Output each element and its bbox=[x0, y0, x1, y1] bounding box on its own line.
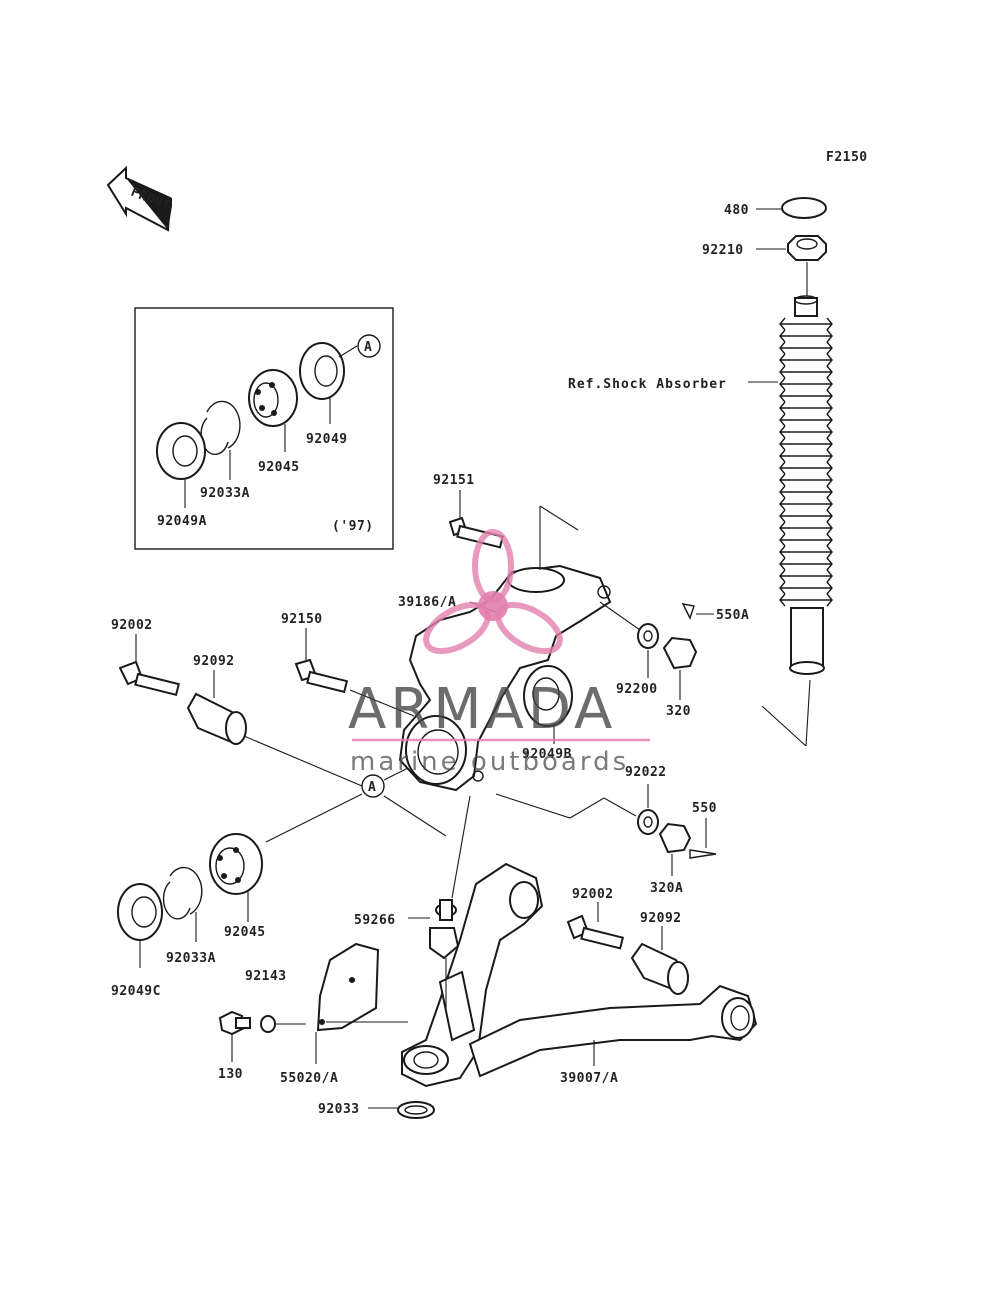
bellows-fold bbox=[779, 377, 833, 391]
figure-code: F2150 bbox=[826, 150, 868, 165]
inset-part-92033A: 92033A bbox=[200, 486, 250, 501]
callout-a: A bbox=[243, 735, 447, 843]
label-92033: 92033 bbox=[318, 1102, 360, 1117]
propeller-logo-icon bbox=[423, 529, 563, 655]
lower-a-arm: 39007/A bbox=[401, 862, 758, 1088]
bolt-130: 130 bbox=[218, 1010, 306, 1082]
bearing-inset: A 92049 92045 92033A 92049A ('97) bbox=[134, 307, 394, 550]
bellows-fold bbox=[779, 497, 833, 511]
svg-text:A: A bbox=[368, 780, 376, 795]
bolt-92151: 92151 bbox=[433, 473, 504, 549]
steering-knuckle bbox=[398, 505, 612, 792]
washer-92200: 92200 bbox=[616, 623, 659, 697]
label-92049C: 92049C bbox=[111, 984, 161, 999]
bellows-fold bbox=[779, 509, 833, 523]
bellows-fold bbox=[779, 569, 833, 583]
ball-joint-59266: 59266 bbox=[354, 795, 471, 1010]
label-550A: 550A bbox=[716, 608, 749, 623]
washer-92022: 92022 bbox=[495, 765, 667, 835]
bellows-fold bbox=[779, 557, 833, 571]
label-92092-bottom: 92092 bbox=[640, 911, 682, 926]
inset-part-92045: 92045 bbox=[258, 460, 300, 475]
pin-550A: 550A bbox=[681, 603, 749, 623]
bellows-fold bbox=[779, 485, 833, 499]
bellows-fold bbox=[779, 581, 833, 595]
shock-reference-label: Ref.Shock Absorber bbox=[568, 377, 727, 392]
bellows-fold bbox=[779, 365, 833, 379]
bellows-fold bbox=[779, 449, 833, 463]
bellows-fold bbox=[779, 413, 833, 427]
inset-callout: A bbox=[364, 340, 372, 355]
inset-part-92049A: 92049A bbox=[157, 514, 207, 529]
bellows-fold bbox=[779, 317, 833, 331]
label-92200: 92200 bbox=[616, 682, 658, 697]
label-92045-lower: 92045 bbox=[224, 925, 266, 940]
bellows-fold bbox=[779, 437, 833, 451]
shock-absorber: 480 92210 Ref.Shock Absorber bbox=[568, 197, 833, 747]
label-39186: 39186/A bbox=[398, 595, 456, 610]
label-59266: 59266 bbox=[354, 913, 396, 928]
label-320A: 320A bbox=[650, 881, 683, 896]
label-55020: 55020/A bbox=[280, 1071, 338, 1086]
label-320: 320 bbox=[666, 704, 691, 719]
nut-320: 320 bbox=[662, 636, 698, 719]
label-92022: 92022 bbox=[625, 765, 667, 780]
bellows-fold bbox=[779, 593, 833, 607]
front-arrow-icon: FRONT bbox=[106, 165, 173, 232]
bolt-92002-top: 92002 bbox=[111, 618, 180, 697]
bellows-fold bbox=[779, 545, 833, 559]
watermark-brand: ARMADA bbox=[348, 677, 616, 742]
inset-year-note: ('97) bbox=[332, 519, 374, 534]
bushing-92092-bottom: 92092 bbox=[630, 911, 690, 995]
bellows-fold bbox=[779, 341, 833, 355]
label-39007: 39007/A bbox=[560, 1071, 618, 1086]
label-130: 130 bbox=[218, 1067, 243, 1082]
label-92151: 92151 bbox=[433, 473, 475, 488]
label-92143: 92143 bbox=[245, 969, 287, 984]
circlip-92033: 92033 bbox=[318, 1101, 435, 1119]
label-92092-top: 92092 bbox=[193, 654, 235, 669]
bellows-fold bbox=[779, 329, 833, 343]
bellows-fold bbox=[779, 473, 833, 487]
bellows-fold bbox=[779, 461, 833, 475]
label-550: 550 bbox=[692, 801, 717, 816]
part-92210: 92210 bbox=[702, 243, 744, 258]
guard-plate-92143: 92143 55020/A bbox=[245, 942, 408, 1086]
nut-320A: 320A bbox=[650, 822, 692, 896]
bellows-fold bbox=[779, 521, 833, 535]
bearing-group-lower: 92045 92033A 92049C bbox=[111, 833, 266, 999]
bellows-fold bbox=[779, 425, 833, 439]
label-92049B: 92049B bbox=[522, 747, 572, 762]
inset-part-92049: 92049 bbox=[306, 432, 348, 447]
label-92150: 92150 bbox=[281, 612, 323, 627]
part-480: 480 bbox=[724, 203, 749, 218]
bushing-92092-top: 92092 bbox=[186, 654, 247, 746]
label-92033A-lower: 92033A bbox=[166, 951, 216, 966]
bolt-92002-bottom: 92002 bbox=[566, 887, 625, 950]
label-92002-top: 92002 bbox=[111, 618, 153, 633]
watermark: ARMADA marine outboards bbox=[348, 529, 650, 777]
bolt-92150: 92150 bbox=[281, 612, 349, 694]
label-92002-bottom: 92002 bbox=[572, 887, 614, 902]
watermark-tagline: marine outboards bbox=[350, 747, 629, 777]
bellows-fold bbox=[779, 389, 833, 403]
bellows-fold bbox=[779, 401, 833, 415]
bellows-fold bbox=[779, 353, 833, 367]
pin-550: 550 bbox=[689, 801, 717, 859]
bellows-fold bbox=[779, 533, 833, 547]
